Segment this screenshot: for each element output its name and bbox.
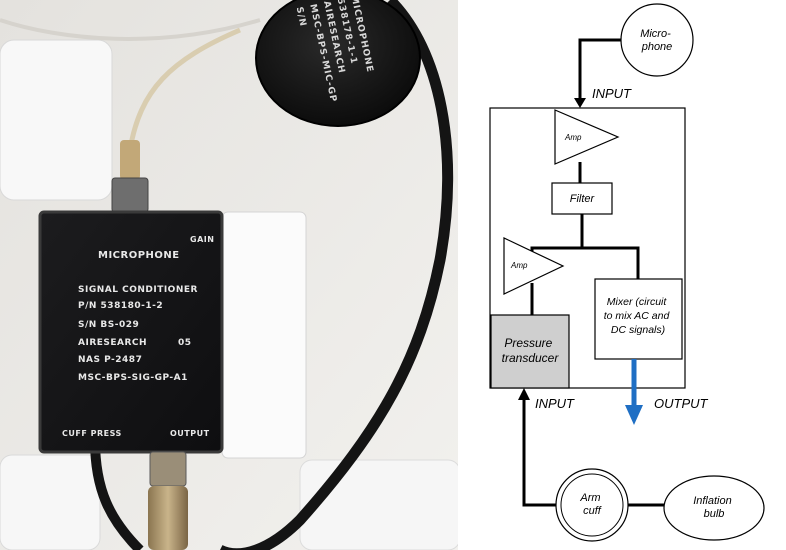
mic-label-line5: S/N [294,6,308,28]
amp-bottom-label: Amp [510,261,528,270]
foam-block-top-left [0,39,113,201]
box-label-cuff: CUFF PRESS [62,429,122,438]
pressure-label: Pressure transducer [502,336,560,365]
arm-cuff-label-line2: cuff [583,505,602,517]
box-label-pn: P/N 538180-1-2 [78,301,163,311]
amp-top-label: Amp [564,133,582,142]
signal-conditioner-box [38,210,224,454]
box-label-title: MICROPHONE [98,250,180,261]
thin-cable-2 [0,18,261,41]
inflation-bulb-label: Inflation bulb [693,495,735,520]
box-label-lot: 05 [178,338,192,348]
input-bottom-label: INPUT [535,396,575,411]
cuff-to-pressure-wire [522,396,557,507]
input-top-label: INPUT [592,86,632,101]
filter-to-mixer-wire [582,246,640,280]
inflation-bulb-node [663,475,765,541]
foam-block-bottom-right [299,459,458,550]
mixer-label-line3: DC signals) [611,324,665,336]
mic-to-input-wire [578,38,621,102]
hardware-photo: MICROPHONE 538178-1-1 AIRESEARCH MSC-BPS… [0,0,458,550]
mixer-label: Mixer (circuit to mix AC and DC signals) [604,296,672,336]
mixer-label-line2: to mix AC and [604,310,671,322]
black-cable-left [90,439,144,550]
arm-cuff-node-inner [560,473,624,537]
mixer-label-line1: Mixer (circuit [607,296,668,308]
box-label-msc: MSC-BPS-SIG-GP-A1 [78,373,188,383]
microphone-node [620,3,694,77]
pressure-label-line2: transducer [502,351,560,365]
black-cable [220,0,454,550]
filter-label: Filter [570,193,596,205]
signal-conditioner-outline [489,107,686,389]
arm-cuff-label: Arm cuff [579,492,603,517]
box-label-sn: S/N BS-029 [78,320,139,330]
input-bottom-arrowhead [518,388,530,400]
mixer-box [594,278,683,360]
amp-bottom-triangle [503,237,565,295]
inflation-bulb-label-line2: bulb [704,508,725,520]
connector-bottom-sleeve [148,486,188,550]
amp-top-triangle [554,109,620,165]
box-label-line1: SIGNAL CONDITIONER [78,285,198,295]
filter-box [551,182,613,215]
box-label-maker: AIRESEARCH [78,338,147,348]
foam-strip-right [221,211,307,459]
pressure-label-line1: Pressure [504,336,552,350]
block-diagram: Micro- phone INPUT Amp Filter Amp Mixer … [489,3,765,542]
inflation-bulb-label-line1: Inflation [693,495,732,507]
output-label: OUTPUT [654,396,709,411]
foam-block-bottom-left [0,454,101,550]
microphone-node-label: Micro- phone [640,28,674,53]
arm-cuff-label-line1: Arm [579,492,600,504]
box-label-output: OUTPUT [170,429,210,438]
pressure-transducer-box [490,314,570,389]
box-label-gain: GAIN [190,235,214,244]
microphone-puck [255,0,421,127]
connector-top [120,140,140,180]
output-arrowhead [625,405,643,425]
microphone-label-line1: Micro- [640,28,671,40]
microphone-label-line2: phone [641,41,673,53]
box-label-nas: NAS P-2487 [78,355,142,365]
connector-bottom-nut [149,451,187,487]
input-arrowhead [574,98,586,108]
thin-cable [127,27,241,151]
connector-top-nut [111,177,149,213]
